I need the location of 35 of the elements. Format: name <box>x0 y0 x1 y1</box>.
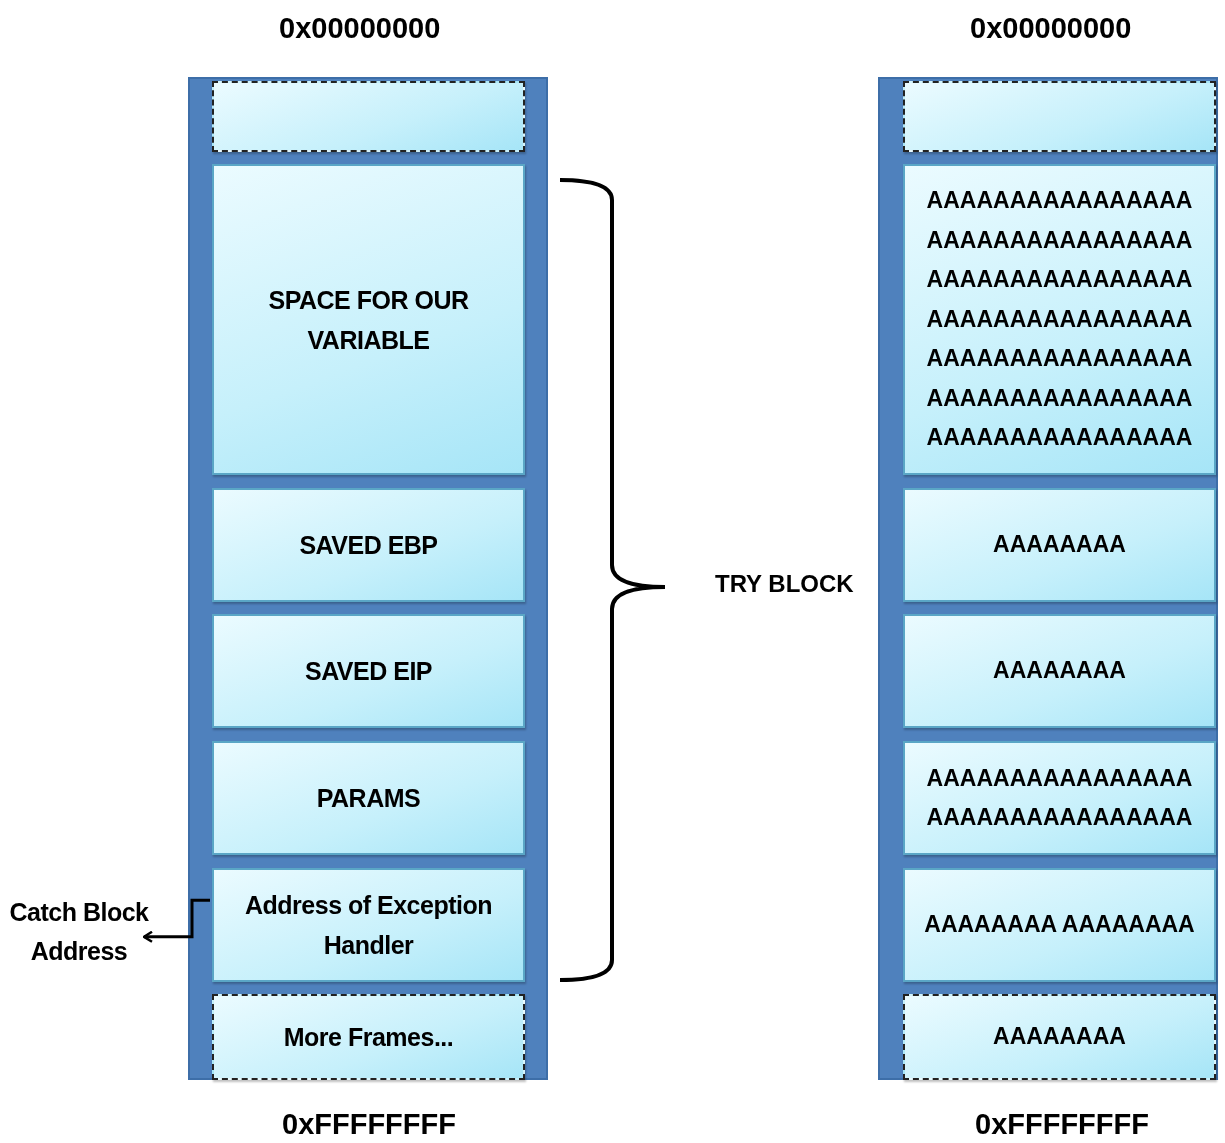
memory-slot <box>903 741 1216 855</box>
memory-slot <box>212 81 525 152</box>
memory-slot <box>903 868 1216 982</box>
memory-slot <box>212 868 525 982</box>
memory-slot <box>212 614 525 728</box>
stack-column <box>188 77 548 1080</box>
slot-text: More Frames... <box>283 1022 454 1053</box>
address-label: 0xFFFFFFFF <box>282 1108 456 1141</box>
address-label: 0xFFFFFFFF <box>975 1108 1149 1141</box>
slot-text: Address of Exception Handler <box>244 890 493 961</box>
slot-text: AAAAAAAAAAAAAAAA AAAAAAAAAAAAAAAA AAAAAAAAAAAAAAAA AAAAAAAAAAAAAAAA AAAAAAAAAAAAAAAA AAAAAAAAAAAAAAAA AAAAAAAAAAAAAAAA <box>925 186 1194 453</box>
stack-column <box>878 77 1218 1080</box>
memory-slot <box>903 81 1216 152</box>
callout-text: Catch Block Address <box>8 897 150 967</box>
slot-text: AAAAAAAA <box>993 656 1126 686</box>
slot-text: AAAAAAAA AAAAAAAA <box>924 910 1195 940</box>
slot-text: PARAMS <box>316 783 421 814</box>
memory-slot <box>903 488 1216 602</box>
memory-slot <box>212 488 525 602</box>
memory-slot <box>212 994 525 1080</box>
arrow <box>142 898 210 944</box>
slot-text: AAAAAAAA <box>993 1022 1126 1052</box>
slot-text: AAAAAAAAAAAAAAAA AAAAAAAAAAAAAAAA <box>925 763 1194 832</box>
slot-text: AAAAAAAA <box>993 530 1126 560</box>
memory-slot <box>903 994 1216 1080</box>
bracket-label: TRY BLOCK <box>715 570 854 598</box>
address-label: 0x00000000 <box>970 12 1132 45</box>
memory-slot <box>212 164 525 475</box>
address-label: 0x00000000 <box>279 12 441 45</box>
slot-text: SAVED EBP <box>299 530 438 561</box>
memory-slot <box>212 741 525 855</box>
memory-slot <box>903 614 1216 728</box>
slot-text: SPACE FOR OUR VARIABLE <box>267 284 470 356</box>
slot-text: SAVED EIP <box>305 656 432 687</box>
memory-slot <box>903 164 1216 475</box>
